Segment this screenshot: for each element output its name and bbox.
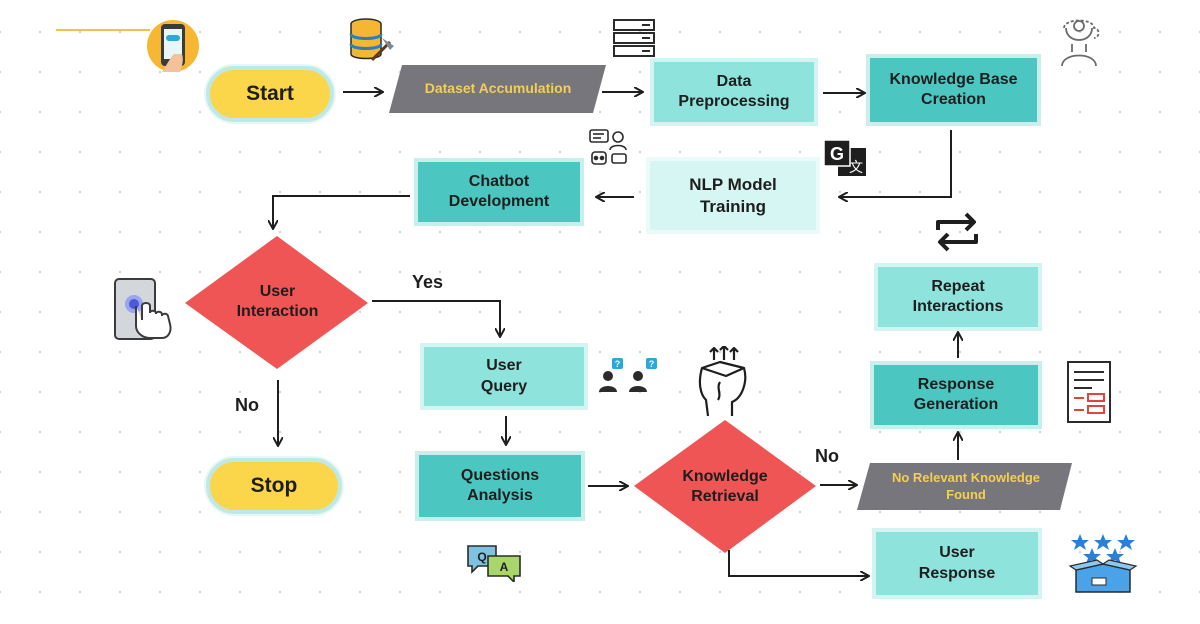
head-gear-icon: [1061, 19, 1100, 67]
people-question-icon: ? ?: [599, 358, 657, 392]
data-preprocessing-box: Data Preprocessing: [650, 58, 818, 126]
touch-screen-icon: [114, 278, 172, 340]
translate-icon: G 文: [823, 139, 866, 176]
stop-node: Stop: [206, 458, 342, 514]
knowledge-retrieval-label: Knowledge Retrieval: [682, 468, 768, 505]
chatbot-people-icon: [589, 129, 627, 165]
arrow-chatbot-to-interaction: [273, 195, 410, 228]
phone-chat-icon: [147, 20, 199, 72]
svg-text:Q: Q: [477, 550, 486, 564]
response-generation-box: Response Generation: [870, 361, 1042, 429]
svg-text:文: 文: [849, 160, 863, 176]
repeat-arrows-icon: [936, 212, 978, 252]
report-document-icon: [1067, 361, 1111, 423]
svg-text:G: G: [830, 144, 844, 164]
dataset-accumulation-label: Dataset Accumulation: [424, 80, 572, 97]
server-stack-icon: [613, 19, 655, 57]
stop-label: Stop: [250, 474, 298, 497]
questions-analysis-box: Questions Analysis: [415, 451, 585, 521]
svg-text:?: ?: [649, 359, 655, 369]
database-pickaxe-icon: [349, 18, 394, 62]
nlp-model-training-box: NLP Model Training: [646, 157, 820, 234]
dataset-accumulation-shape: [389, 65, 606, 113]
repeat-interactions-box: Repeat Interactions: [874, 263, 1042, 331]
start-label: Start: [246, 82, 294, 105]
start-node: Start: [206, 66, 334, 122]
head-arrows-up-icon: [698, 346, 747, 417]
user-interaction-diamond: [185, 236, 368, 369]
rating-box-icon: [1068, 534, 1138, 593]
knowledge-base-creation-box: Knowledge Base Creation: [866, 54, 1041, 126]
no-retrieval-edge-label: No: [815, 446, 839, 466]
no-relevant-knowledge-shape: [857, 463, 1072, 510]
qa-bubbles-icon: Q A: [467, 545, 521, 582]
arrow-retrieval-to-user-response: [728, 550, 868, 576]
svg-text:A: A: [500, 560, 509, 574]
arrow-yes-to-query: [372, 300, 500, 336]
user-query-box: User Query: [420, 343, 588, 410]
chatbot-development-box: Chatbot Development: [414, 158, 584, 226]
user-interaction-label: User Interaction: [236, 283, 319, 320]
no-interaction-edge-label: No: [235, 395, 259, 415]
yes-edge-label: Yes: [412, 272, 444, 292]
arrow-kb-to-nlp: [840, 130, 952, 197]
user-response-box: User Response: [872, 528, 1042, 599]
knowledge-retrieval-diamond: [634, 420, 816, 553]
svg-text:?: ?: [615, 359, 621, 369]
no-relevant-knowledge-label: No Relevant Knowledge Found: [891, 469, 1041, 502]
